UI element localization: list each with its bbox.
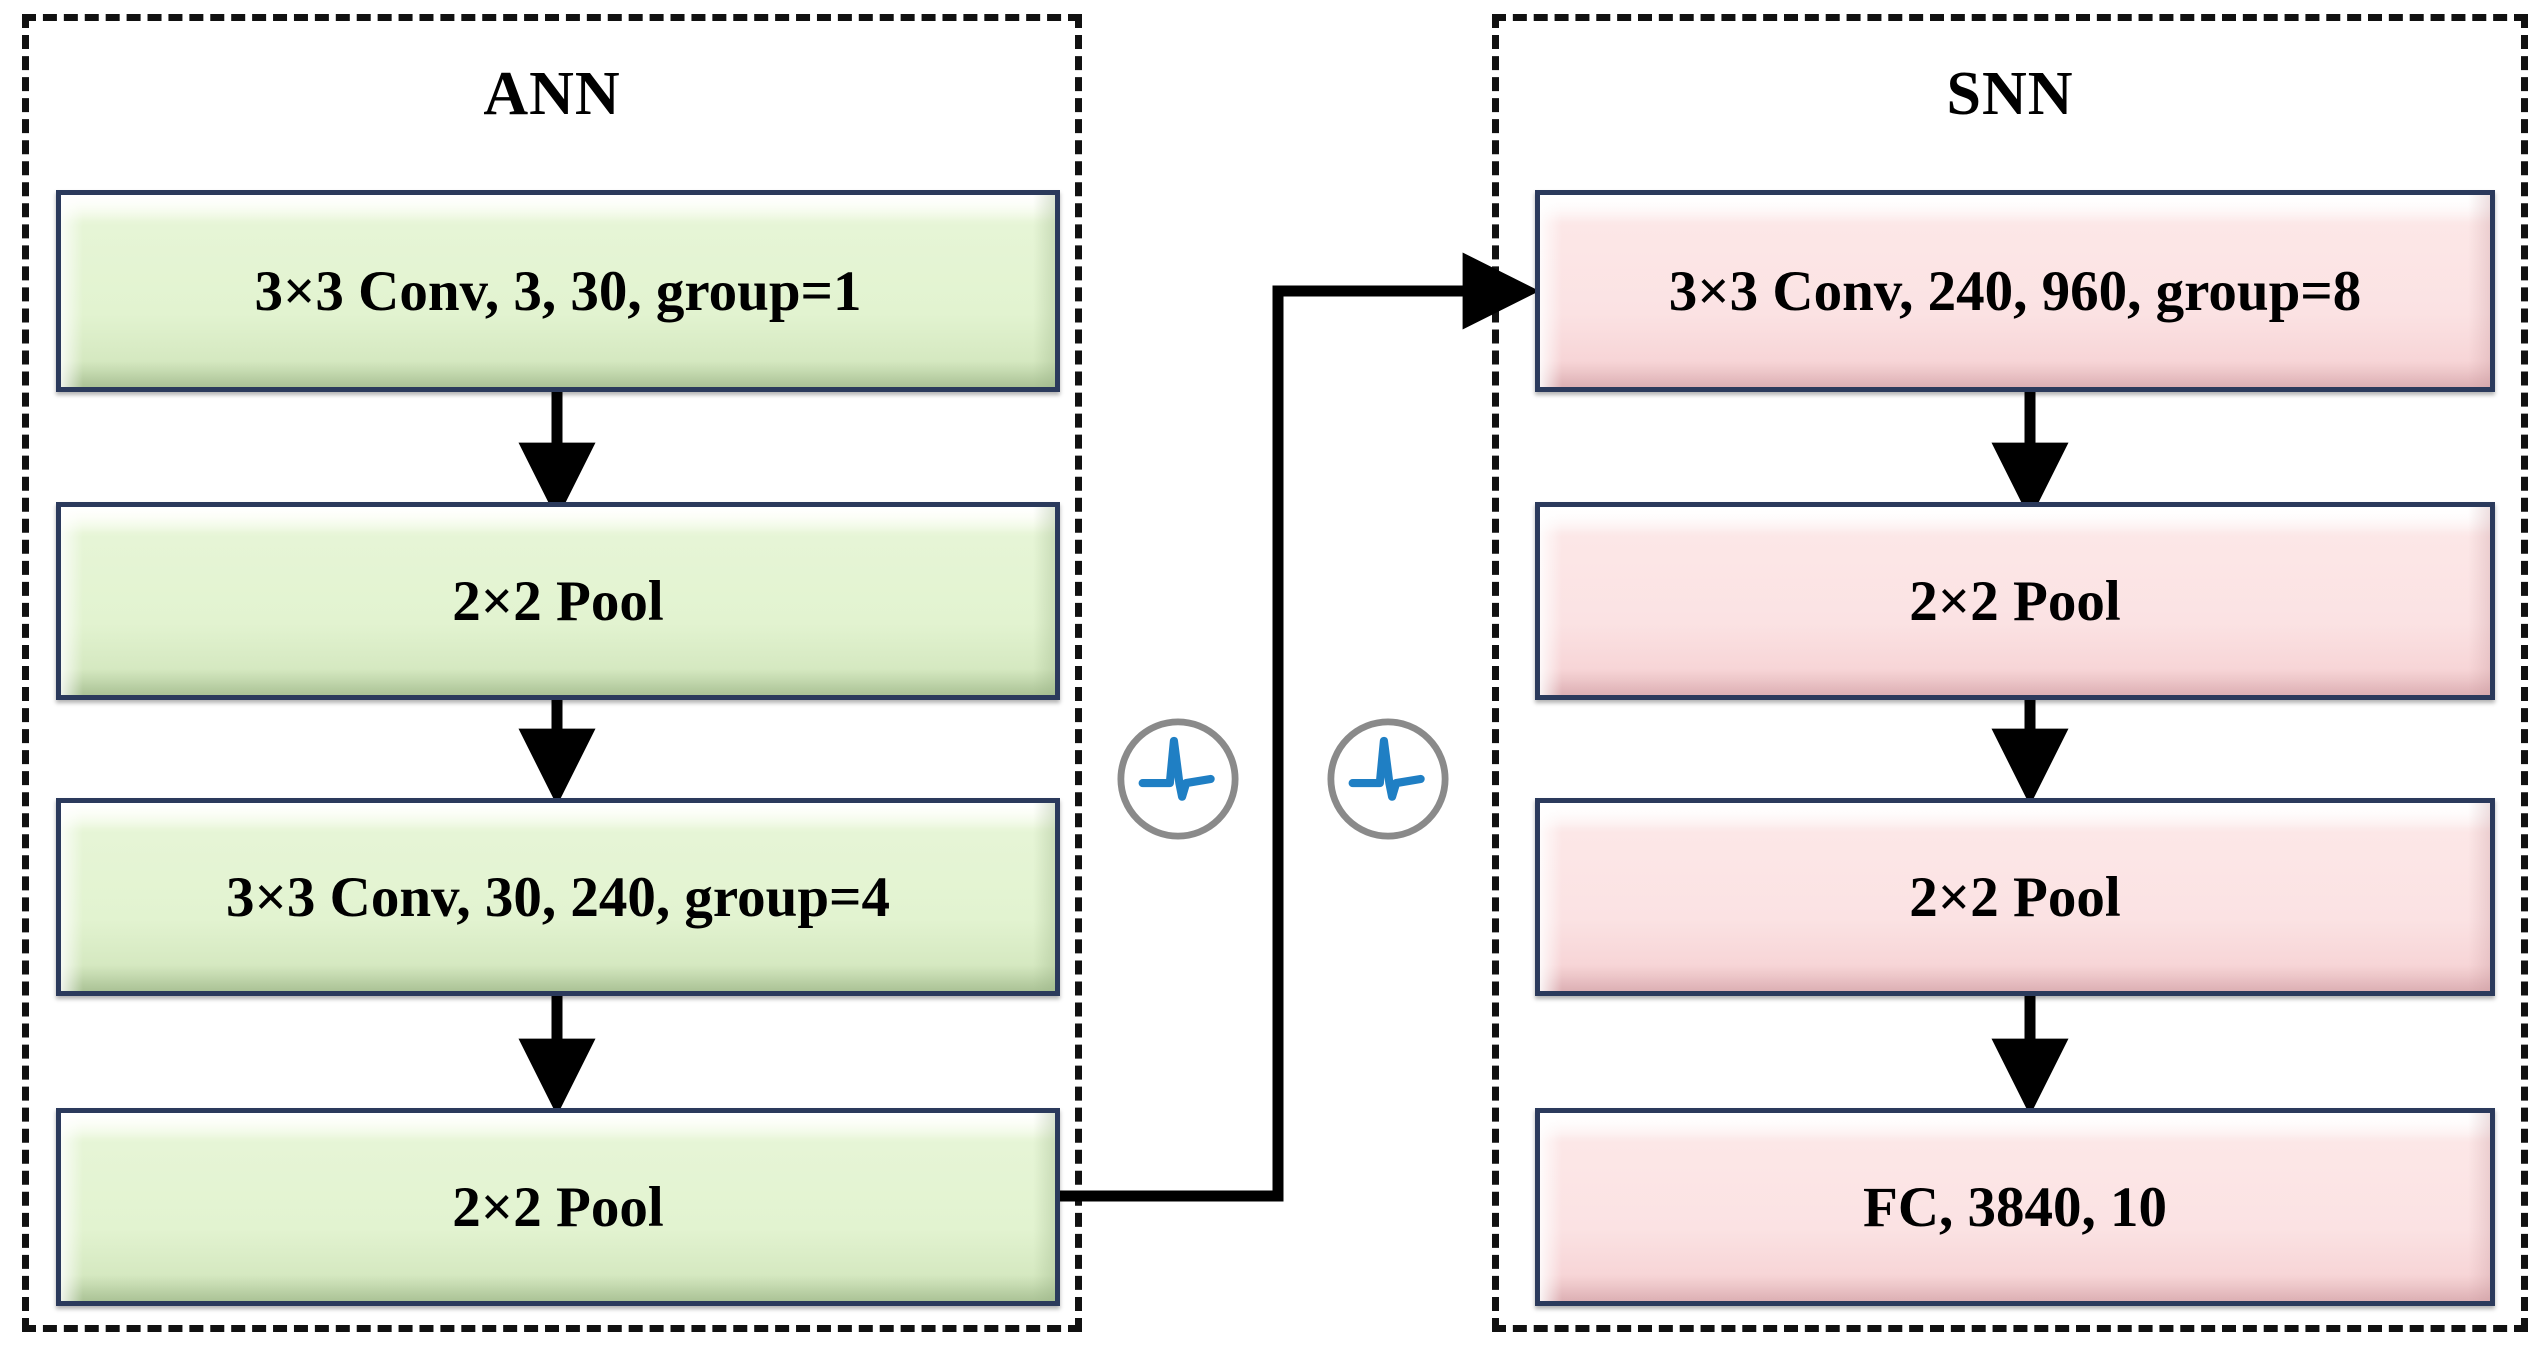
bevel-highlight-top xyxy=(1540,1113,2490,1139)
bevel-shadow-bottom xyxy=(61,1275,1055,1301)
spike-neuron-icon xyxy=(1327,718,1449,840)
bevel-highlight-left xyxy=(1540,1113,1562,1301)
bevel-shadow-bottom xyxy=(1540,669,2490,695)
snn-layer-fc-label: FC, 3840, 10 xyxy=(1863,1175,2167,1239)
snn-layer-fc[interactable]: FC, 3840, 10 xyxy=(1535,1108,2495,1306)
bevel-shadow-bottom xyxy=(61,965,1055,991)
bevel-shadow-right xyxy=(1033,1113,1055,1301)
bevel-highlight-top xyxy=(1540,803,2490,829)
ann-layer-pool-2-label: 2×2 Pool xyxy=(452,1175,664,1239)
bevel-highlight-left xyxy=(1540,507,1562,695)
spike-neuron-icon-right[interactable] xyxy=(1320,711,1456,847)
bevel-shadow-right xyxy=(2468,1113,2490,1301)
bevel-shadow-right xyxy=(2468,803,2490,991)
spike-neuron-icon-left[interactable] xyxy=(1110,711,1246,847)
ann-layer-conv-2-label: 3×3 Conv, 30, 240, group=4 xyxy=(225,865,891,929)
bevel-shadow-bottom xyxy=(1540,965,2490,991)
snn-layer-pool-1[interactable]: 2×2 Pool xyxy=(1535,502,2495,700)
bevel-highlight-top xyxy=(1540,195,2490,221)
ann-layer-pool-1[interactable]: 2×2 Pool xyxy=(56,502,1060,700)
bevel-shadow-bottom xyxy=(1540,1275,2490,1301)
bevel-highlight-top xyxy=(61,507,1055,533)
bevel-shadow-right xyxy=(2468,195,2490,387)
bevel-highlight-left xyxy=(61,195,83,387)
bevel-highlight-top xyxy=(61,1113,1055,1139)
bevel-shadow-right xyxy=(1033,803,1055,991)
bevel-shadow-right xyxy=(1033,507,1055,695)
ann-layer-conv-1[interactable]: 3×3 Conv, 3, 30, group=1 xyxy=(56,190,1060,392)
snn-panel-title: SNN xyxy=(1946,60,2074,128)
ann-layer-conv-1-label: 3×3 Conv, 3, 30, group=1 xyxy=(254,259,862,323)
snn-layer-pool-2-label: 2×2 Pool xyxy=(1909,865,2121,929)
snn-layer-pool-2[interactable]: 2×2 Pool xyxy=(1535,798,2495,996)
snn-layer-conv-1-label: 3×3 Conv, 240, 960, group=8 xyxy=(1668,259,2362,323)
bevel-shadow-right xyxy=(1033,195,1055,387)
bevel-highlight-left xyxy=(61,507,83,695)
snn-layer-conv-1[interactable]: 3×3 Conv, 240, 960, group=8 xyxy=(1535,190,2495,392)
ann-layer-pool-1-label: 2×2 Pool xyxy=(452,569,664,633)
bevel-shadow-right xyxy=(2468,507,2490,695)
bevel-highlight-top xyxy=(61,803,1055,829)
bevel-shadow-bottom xyxy=(61,669,1055,695)
bevel-highlight-top xyxy=(61,195,1055,221)
snn-layer-pool-1-label: 2×2 Pool xyxy=(1909,569,2121,633)
bevel-highlight-left xyxy=(1540,803,1562,991)
spike-neuron-icon xyxy=(1117,718,1239,840)
bevel-shadow-bottom xyxy=(61,361,1055,387)
ann-layer-pool-2[interactable]: 2×2 Pool xyxy=(56,1108,1060,1306)
ann-panel-title: ANN xyxy=(483,60,621,128)
bevel-highlight-top xyxy=(1540,507,2490,533)
ann-layer-conv-2[interactable]: 3×3 Conv, 30, 240, group=4 xyxy=(56,798,1060,996)
bevel-highlight-left xyxy=(61,1113,83,1301)
bevel-highlight-left xyxy=(1540,195,1562,387)
bevel-highlight-left xyxy=(61,803,83,991)
bevel-shadow-bottom xyxy=(1540,361,2490,387)
